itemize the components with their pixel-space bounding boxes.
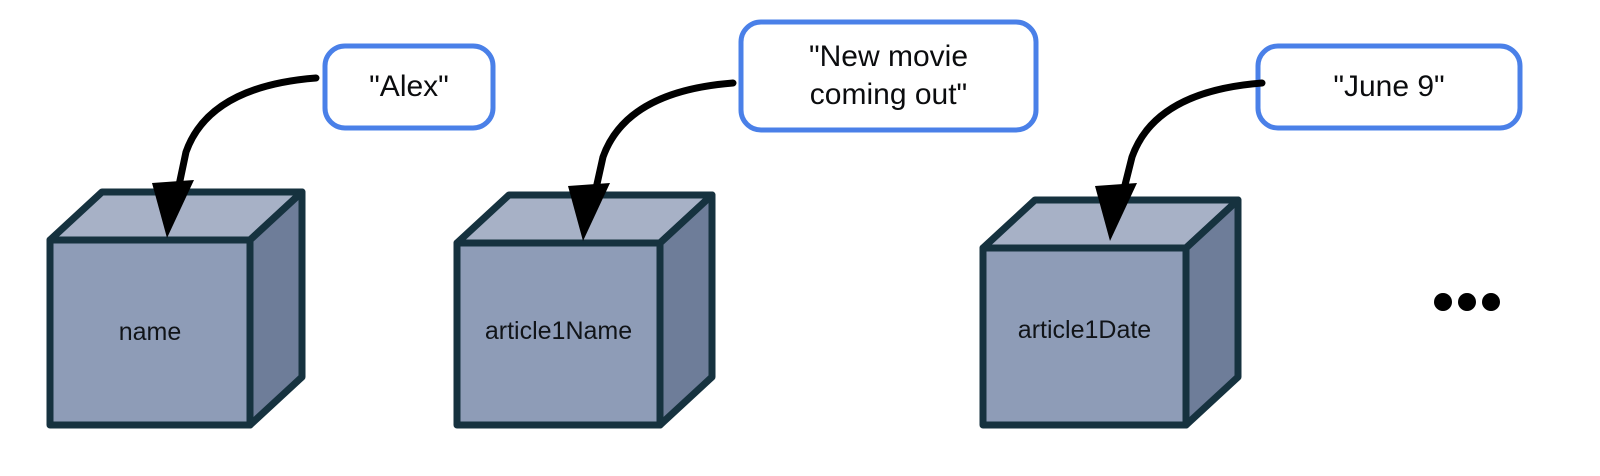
- ellipsis-indicator: [1434, 293, 1500, 311]
- arrow-june9-to-article1date-head: [1095, 183, 1137, 241]
- callout-bubble-new-movie[interactable]: [738, 19, 1039, 133]
- ellipsis-dot: [1434, 293, 1452, 311]
- callout-bubble-alex[interactable]: [322, 43, 496, 131]
- arrow-new-movie-to-article1name-head: [568, 183, 610, 241]
- cube-article1name-front-face: [453, 239, 664, 429]
- cube-name-front-face: [46, 236, 254, 429]
- arrow-alex-to-name-curve: [174, 74, 320, 194]
- arrow-june9-to-article1date: [1095, 79, 1266, 241]
- ellipsis-dot: [1458, 293, 1476, 311]
- arrow-june9-to-article1date-curve: [1119, 79, 1266, 197]
- ellipsis-dot: [1482, 293, 1500, 311]
- cube-article1date-front-face: [979, 244, 1190, 429]
- cube-name[interactable]: [46, 188, 306, 429]
- cube-article1date[interactable]: [979, 196, 1242, 429]
- callout-bubble-june9[interactable]: [1255, 43, 1523, 131]
- arrow-new-movie-to-article1name-curve: [591, 79, 737, 197]
- arrow-alex-to-name: [152, 74, 320, 238]
- arrow-alex-to-name-head: [152, 180, 194, 238]
- arrow-new-movie-to-article1name: [568, 79, 737, 241]
